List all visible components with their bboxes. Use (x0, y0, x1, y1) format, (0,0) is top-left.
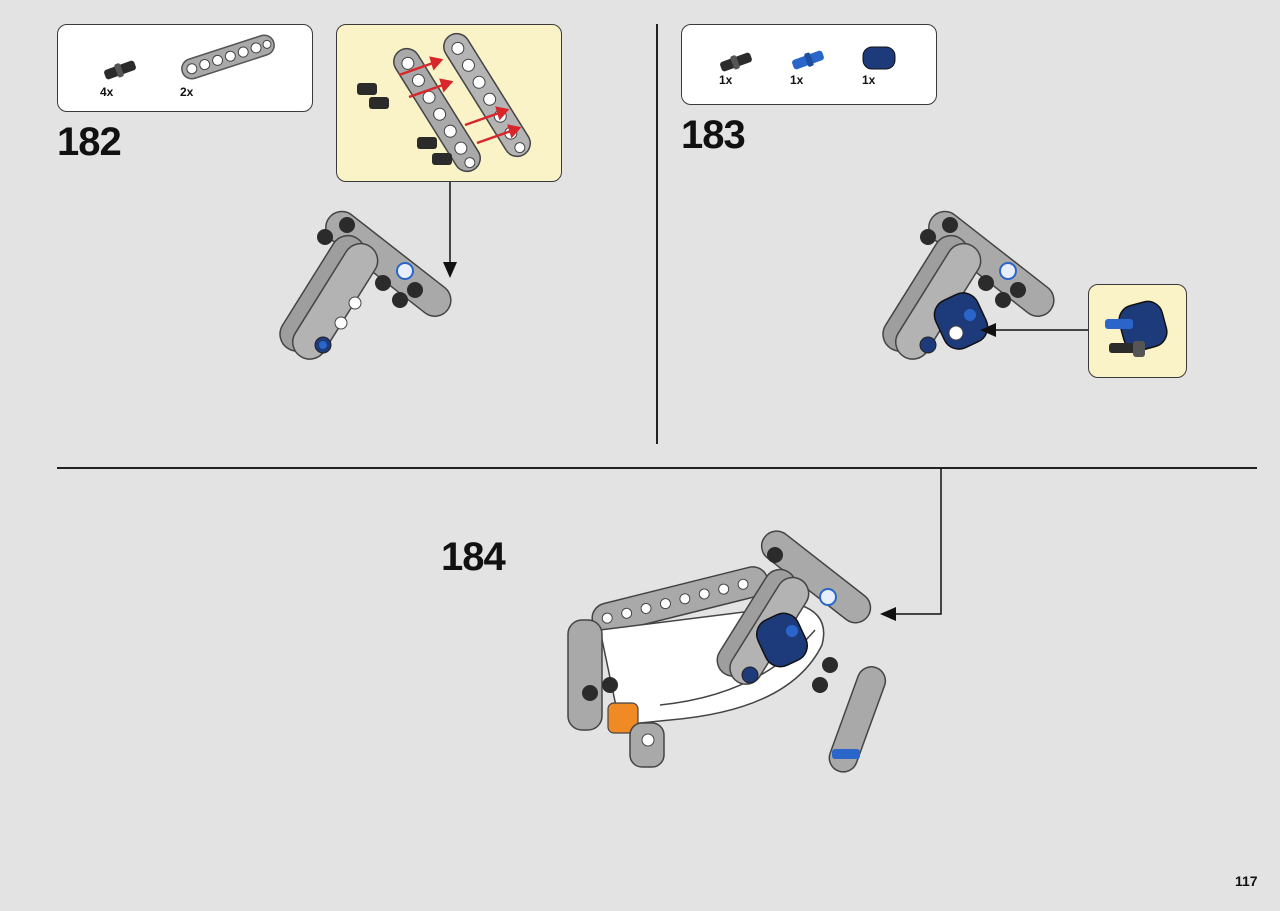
page-number: 117 (1235, 873, 1258, 889)
pointer-arrow-183 (980, 323, 1088, 337)
dark-blue-connector-icon (862, 46, 896, 70)
qty-label: 2x (180, 85, 194, 99)
pointer-arrow-182 (443, 182, 457, 278)
callout-beam-attach (336, 24, 562, 182)
callout-connector-pins (1088, 284, 1187, 378)
step-divider-vertical (656, 24, 658, 444)
beam-attach-illustration (357, 32, 531, 173)
pointer-arrow-184 (880, 468, 942, 621)
assembly-183-illustration (882, 210, 1055, 360)
assembly-182-illustration (279, 210, 452, 360)
assembly-184-illustration (567, 530, 887, 773)
qty-label: 4x (100, 85, 114, 99)
step-number-184: 184 (441, 535, 506, 579)
blue-pin-icon (792, 50, 824, 70)
step-divider-horizontal (57, 467, 1257, 469)
qty-label: 1x (862, 73, 876, 87)
gray-beam-7-icon (181, 34, 275, 80)
step-number-183: 183 (681, 113, 746, 157)
black-pin-icon (720, 52, 752, 72)
step-number-182: 182 (57, 120, 122, 164)
qty-label: 1x (790, 73, 804, 87)
connector-with-pins-illustration (1105, 300, 1168, 357)
black-pin-icon (104, 60, 136, 80)
qty-label: 1x (719, 73, 733, 87)
parts-list-step-182: 4x 2x (57, 24, 313, 112)
parts-list-step-183: 1x 1x 1x (681, 24, 937, 105)
